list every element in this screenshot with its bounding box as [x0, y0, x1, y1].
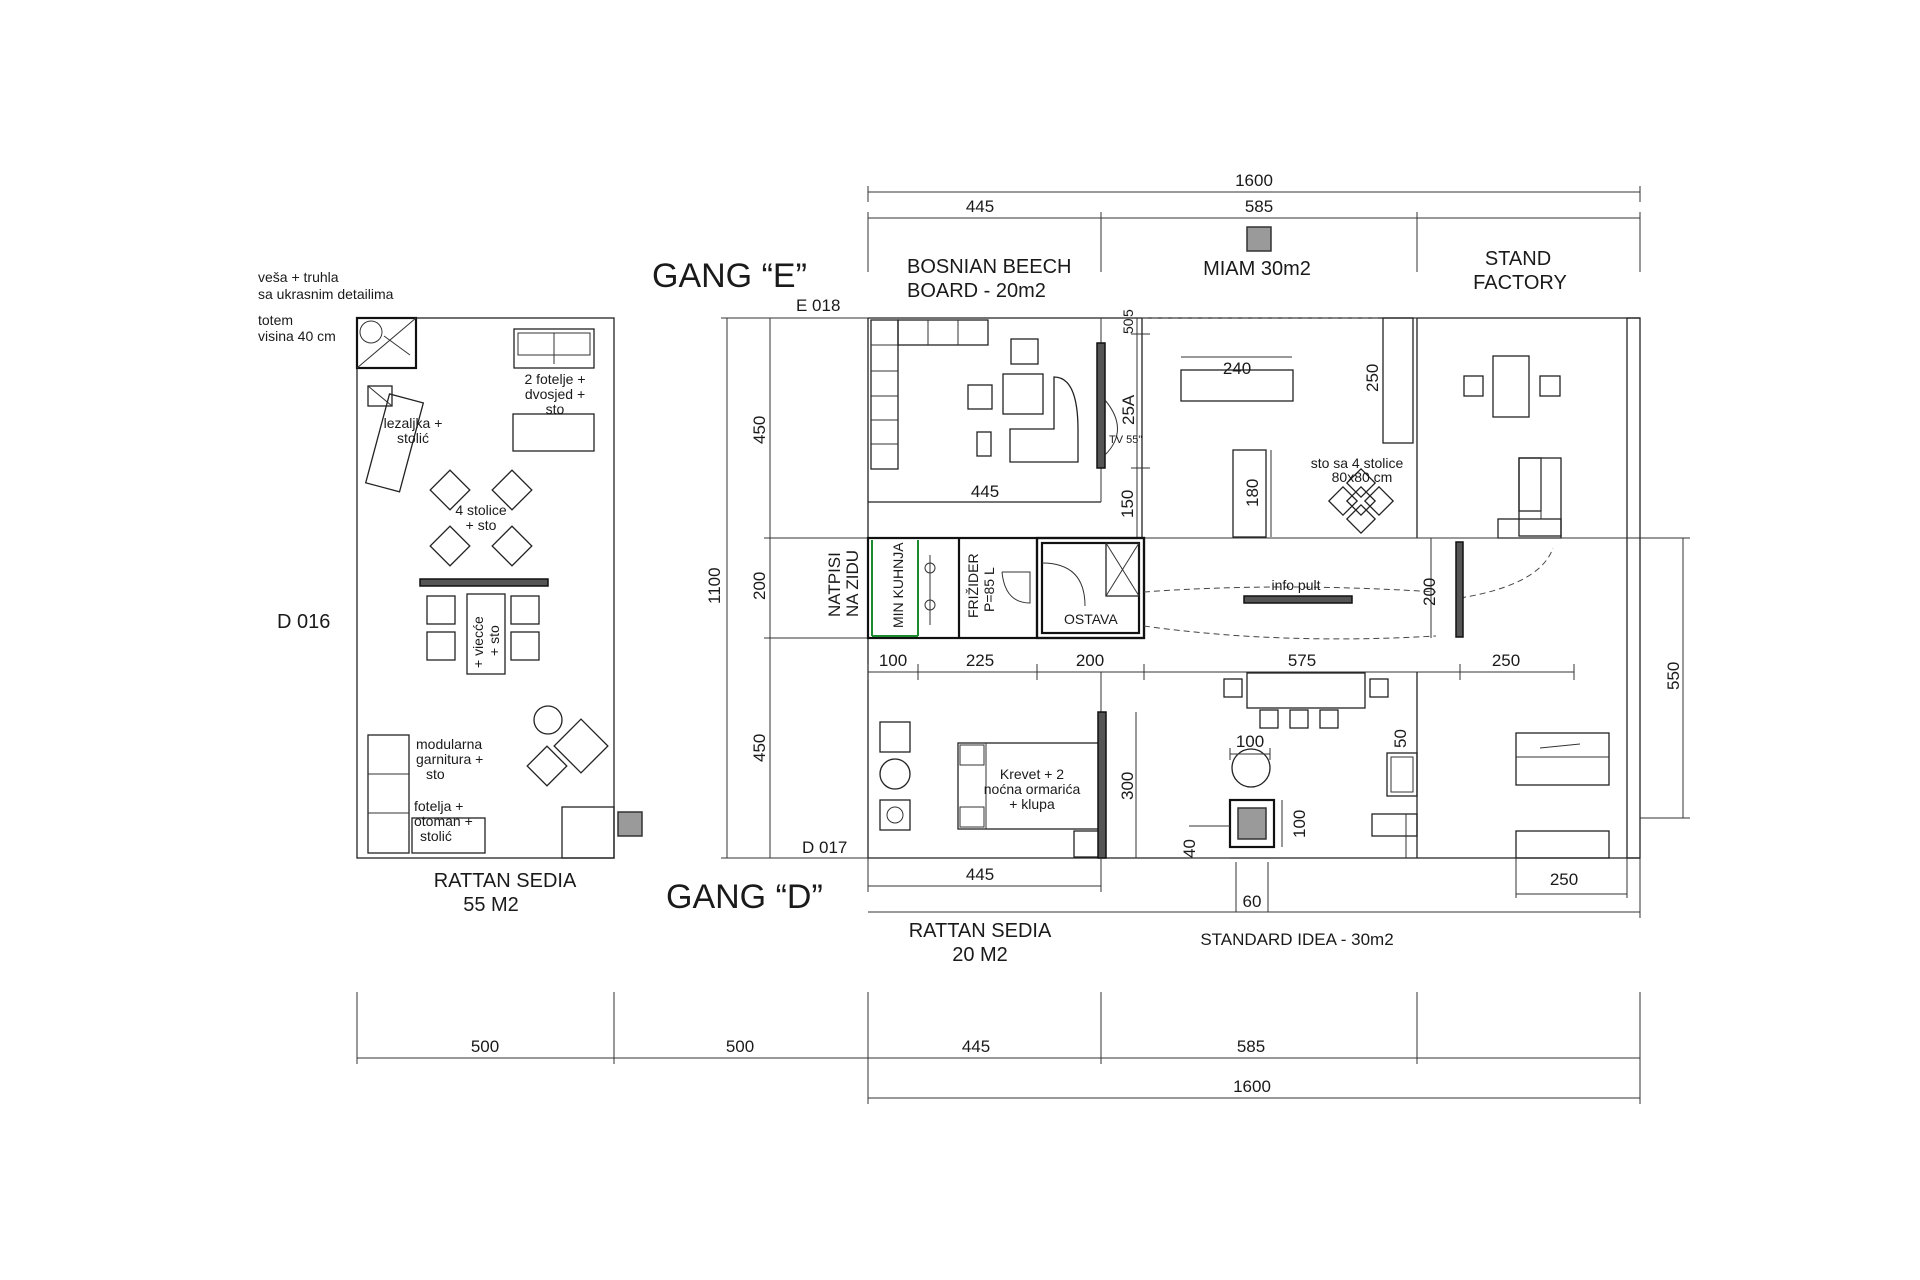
- dim-top-585: 585: [1245, 197, 1273, 216]
- fotelja-label-2: otoman +: [414, 813, 473, 829]
- dim-200-left: 200: [750, 572, 769, 600]
- dim-bottom-1600: 1600: [1233, 1077, 1271, 1096]
- dim-bosnian-445: 445: [971, 482, 999, 501]
- sto-stolice-label-1: sto sa 4 stolice: [1311, 455, 1404, 471]
- dim-miam-180: 180: [1243, 479, 1262, 507]
- dim-450-bottom: 450: [750, 734, 769, 762]
- dim-top-445: 445: [966, 197, 994, 216]
- lezaljka-label-2: stolić: [397, 430, 429, 446]
- fotelja-label-1: fotelja +: [414, 798, 463, 814]
- d017-label: D 017: [802, 838, 847, 857]
- standard-idea-label: STANDARD IDEA - 30m2: [1200, 930, 1393, 949]
- ostava-label: OSTAVA: [1064, 611, 1118, 627]
- modularna-label-1: modularna: [416, 736, 482, 752]
- fotelje-label-2: dvosjed +: [525, 386, 585, 402]
- modularna-label-2: garnitura +: [416, 751, 483, 767]
- stolice4-label-2: + sto: [466, 517, 497, 533]
- dim-std-250: 250: [1550, 870, 1578, 889]
- dim-1100: 1100: [705, 567, 724, 604]
- vesa-label-1: veša + truhla: [258, 269, 339, 285]
- dim-rattan-445: 445: [966, 865, 994, 884]
- vesa-label-2: sa ukrasnim detailima: [258, 286, 394, 302]
- top-dimensions: 1600 445 585: [867, 171, 1641, 272]
- rattan20-label-1: RATTAN SEDIA: [909, 920, 1052, 942]
- dim-bottom-445: 445: [962, 1037, 990, 1056]
- bosnian-label-2: BOARD - 20m2: [907, 280, 1046, 302]
- dim-miam-250: 250: [1363, 364, 1382, 392]
- natpisi-label-1: NATPISI: [825, 552, 844, 617]
- stolice4-label-1: 4 stolice: [455, 502, 507, 518]
- frizider-label-1: FRIŽIDER: [965, 553, 981, 618]
- dim-corr-250: 250: [1492, 651, 1520, 670]
- dim-miam-240: 240: [1223, 359, 1251, 378]
- natpisi-label-2: NA ZIDU: [843, 550, 862, 617]
- tv-label: TV 55": [1109, 434, 1142, 446]
- dim-top-total: 1600: [1235, 171, 1273, 190]
- fotelje-label-1: 2 fotelje +: [524, 371, 585, 387]
- dim-bottom-585: 585: [1237, 1037, 1265, 1056]
- sto-stolice-label-2: 80x80 cm: [1332, 469, 1393, 485]
- info-pult-label: info pult: [1271, 577, 1320, 593]
- dim-corr-575: 575: [1288, 651, 1316, 670]
- gang-d-label: GANG “D”: [666, 878, 823, 916]
- dim-corr-200: 200: [1076, 651, 1104, 670]
- miam-label: MIAM 30m2: [1203, 258, 1311, 280]
- lezaljka-label-1: lezaljka +: [384, 415, 443, 431]
- dim-corr-100: 100: [879, 651, 907, 670]
- rattan55-label-2: 55 M2: [463, 894, 519, 916]
- dim-std-60: 60: [1243, 892, 1262, 911]
- dim-bosnian-150: 150: [1118, 490, 1137, 518]
- d016-label: D 016: [277, 611, 330, 633]
- krevet-label-2: noćna ormarića: [984, 781, 1081, 797]
- vitrine-label-1: + viecće: [470, 616, 486, 668]
- fotelja-label-3: stolić: [420, 828, 452, 844]
- dim-wall-25a: 25A: [1119, 394, 1138, 425]
- column-marker: [1246, 226, 1272, 252]
- krevet-label-3: + klupa: [1009, 796, 1055, 812]
- stand-label-2: FACTORY: [1473, 272, 1567, 294]
- dim-bosnian-50: 50: [1120, 318, 1136, 334]
- main-block: TV 55" 50 5 25A 150 445 250 240 180 sto …: [866, 309, 1690, 918]
- modularna-label-3: sto: [426, 766, 445, 782]
- dim-std-40: 40: [1180, 839, 1199, 858]
- bottom-dimensions: 500 500 445 585 1600: [356, 992, 1641, 1104]
- dim-std-50: 50: [1391, 729, 1410, 748]
- fotelje-label-3: sto: [546, 401, 565, 417]
- dim-corr-225: 225: [966, 651, 994, 670]
- rattan20-label-2: 20 M2: [952, 944, 1008, 966]
- rattan55-label-1: RATTAN SEDIA: [434, 870, 577, 892]
- dim-bosnian-5: 5: [1120, 309, 1136, 317]
- dim-right-550: 550: [1664, 662, 1683, 690]
- bosnian-label-1: BOSNIAN BEECH: [907, 256, 1071, 278]
- stand-label-1: STAND: [1485, 248, 1551, 270]
- dim-corr-200b: 200: [1420, 578, 1439, 606]
- vitrine-label-2: + sto: [486, 625, 502, 656]
- dim-rattan-300: 300: [1118, 772, 1137, 800]
- mini-kuhinja-label: MIN KUHNJA: [890, 542, 906, 628]
- dim-bottom-500a: 500: [471, 1037, 499, 1056]
- hall-rattan-55: [355, 316, 643, 859]
- e018-label: E 018: [796, 296, 840, 315]
- dim-450-top: 450: [750, 416, 769, 444]
- totem-label-2: visina 40 cm: [258, 328, 336, 344]
- dim-bottom-500b: 500: [726, 1037, 754, 1056]
- frizider-label-2: P=85 L: [981, 567, 997, 612]
- dim-std-100a: 100: [1236, 732, 1264, 751]
- left-dimensions: 1100 450 200 450 NATPISI NA ZIDU: [705, 317, 868, 859]
- totem-label-1: totem: [258, 312, 293, 328]
- dim-std-100b: 100: [1290, 810, 1309, 838]
- krevet-label-1: Krevet + 2: [1000, 766, 1064, 782]
- gang-e-label: GANG “E”: [652, 257, 807, 295]
